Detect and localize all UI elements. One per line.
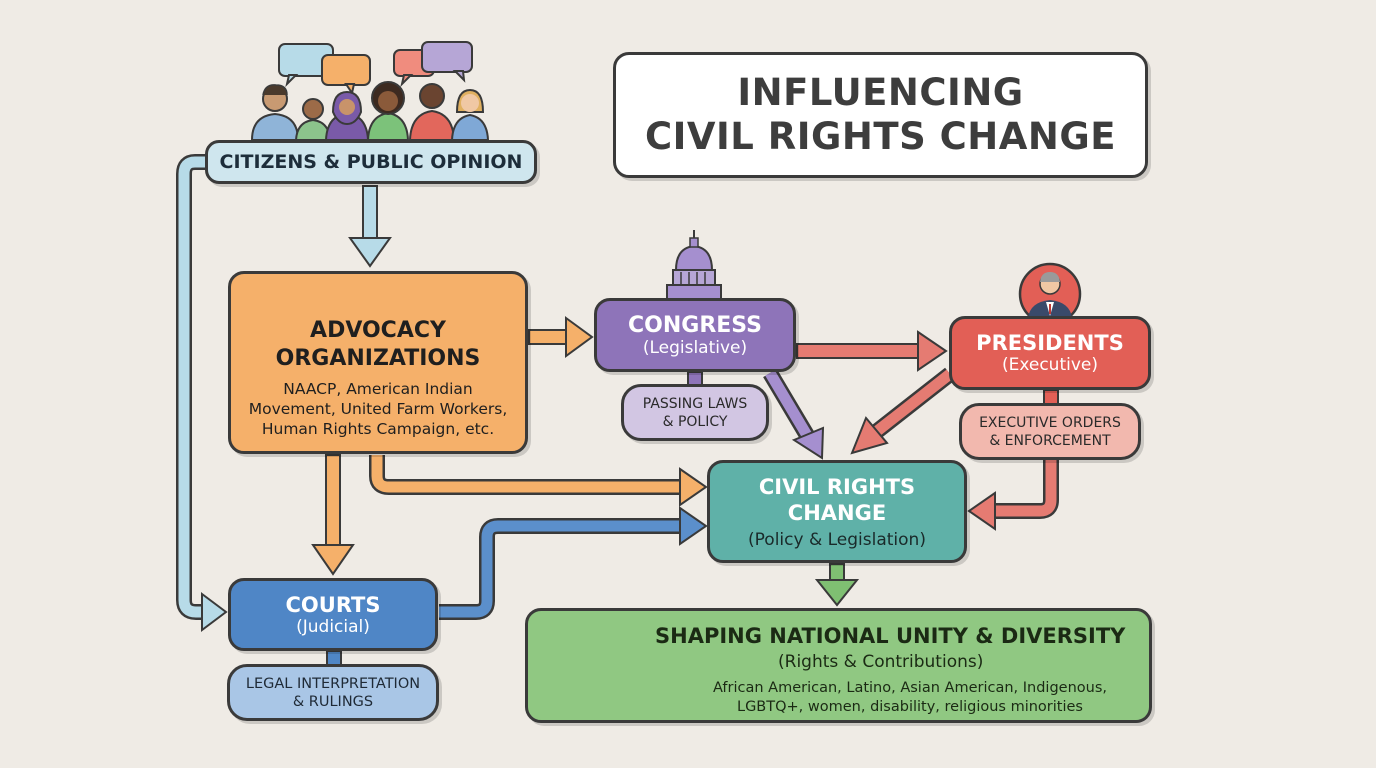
arrow-citizens-to-courts: [176, 154, 228, 632]
node-congress: CONGRESS (Legislative): [594, 298, 796, 372]
node-national-unity-diversity: SHAPING NATIONAL UNITY & DIVERSITY (Righ…: [525, 608, 1152, 723]
title-line-1: INFLUENCING: [737, 71, 1024, 114]
diagram-title: INFLUENCING CIVIL RIGHTS CHANGE: [613, 52, 1148, 178]
advocacy-detail-3: Human Rights Campaign, etc.: [261, 419, 495, 438]
title-line-2: CIVIL RIGHTS CHANGE: [644, 115, 1116, 158]
node-passing-laws: PASSING LAWS & POLICY: [621, 384, 769, 441]
node-legal-interpretation: LEGAL INTERPRETATION & RULINGS: [227, 664, 439, 721]
president-portrait-icon: [1018, 262, 1082, 326]
node-civil-rights-change: CIVIL RIGHTS CHANGE (Policy & Legislatio…: [707, 460, 967, 563]
advocacy-title-line-2: ORGANIZATIONS: [275, 345, 481, 371]
exec-line-2: & ENFORCEMENT: [989, 432, 1111, 449]
arrow-congress-to-civil: [763, 368, 825, 460]
civil-line-1: CIVIL RIGHTS: [758, 474, 916, 499]
unity-sub: (Rights & Contributions): [778, 652, 984, 672]
presidents-sub: (Executive): [1001, 355, 1099, 375]
arrow-presidents-to-civil: [850, 367, 955, 455]
connector-courts-legal: [326, 650, 342, 666]
arrow-advocacy-to-courts: [311, 454, 355, 576]
advocacy-detail-1: NAACP, American Indian: [283, 379, 473, 398]
arrow-civil-to-unity: [814, 563, 860, 607]
passing-line-1: PASSING LAWS: [642, 395, 748, 412]
unity-title: SHAPING NATIONAL UNITY & DIVERSITY: [655, 624, 1126, 648]
node-citizens-public-opinion: CITIZENS & PUBLIC OPINION: [205, 140, 537, 184]
arrow-advocacy-to-civil: [369, 455, 708, 507]
node-advocacy-organizations: ADVOCACY ORGANIZATIONS NAACP, American I…: [228, 271, 528, 454]
node-courts: COURTS (Judicial): [228, 578, 438, 651]
courts-sub: (Judicial): [296, 616, 370, 637]
speech-bubble-icon: [278, 41, 473, 96]
connector-presidents-exec: [1043, 389, 1059, 405]
advocacy-title-line-1: ADVOCACY: [310, 317, 446, 343]
node-presidents: PRESIDENTS (Executive): [949, 316, 1151, 390]
arrow-advocacy-to-congress: [528, 316, 594, 358]
legal-line-1: LEGAL INTERPRETATION: [245, 675, 421, 692]
civil-line-2: CHANGE: [787, 500, 887, 525]
arrow-exec-to-civil: [967, 460, 1059, 531]
presidents-label: PRESIDENTS: [976, 331, 1124, 355]
exec-line-1: EXECUTIVE ORDERS: [979, 414, 1121, 431]
passing-line-2: & POLICY: [662, 413, 728, 430]
congress-sub: (Legislative): [642, 337, 748, 358]
arrow-citizens-to-advocacy: [348, 185, 392, 268]
arrow-courts-to-civil: [439, 506, 708, 620]
courts-label: COURTS: [285, 592, 381, 617]
unity-groups-line-2: LGBTQ+, women, disability, religious min…: [736, 699, 1083, 715]
citizens-label: CITIZENS & PUBLIC OPINION: [219, 151, 523, 173]
advocacy-detail-2: Movement, United Farm Workers,: [248, 399, 508, 418]
civil-sub: (Policy & Legislation): [748, 529, 926, 550]
arrow-congress-to-presidents: [796, 330, 948, 372]
capitol-dome-icon: [666, 230, 722, 300]
node-executive-orders: EXECUTIVE ORDERS & ENFORCEMENT: [959, 403, 1141, 460]
unity-groups-line-1: African American, Latino, Asian American…: [713, 680, 1107, 696]
unity-groups: African American, Latino, Asian American…: [710, 679, 1110, 717]
congress-label: CONGRESS: [628, 312, 762, 338]
people-group-icon: [250, 41, 490, 141]
legal-line-2: & RULINGS: [292, 693, 374, 710]
